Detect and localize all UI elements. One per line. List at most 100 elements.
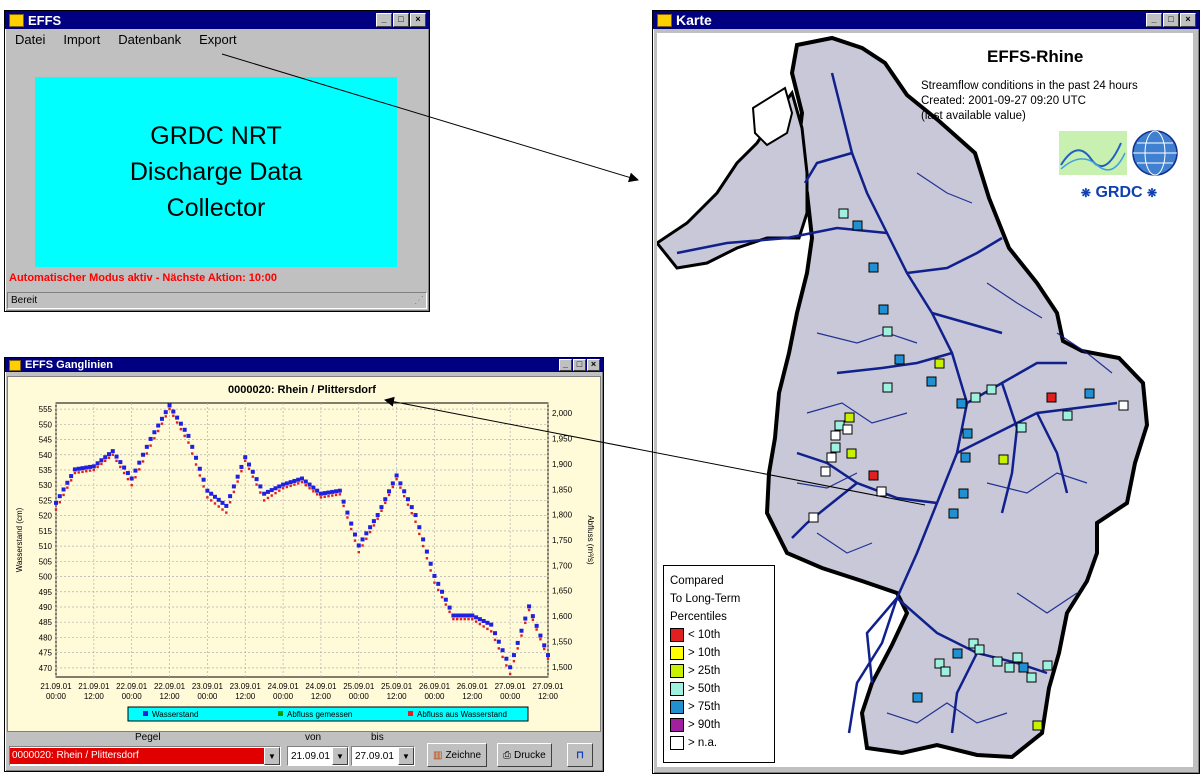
point-abfluss-aus-wasserstand	[77, 471, 80, 474]
point-abfluss-aus-wasserstand	[179, 427, 183, 431]
point-wasserstand	[103, 455, 108, 460]
point-wasserstand	[546, 653, 550, 658]
point-wasserstand	[171, 409, 176, 414]
legend-series-label: Abfluss gemessen	[287, 710, 352, 719]
maximize-icon[interactable]: □	[393, 13, 409, 27]
point-wasserstand	[496, 639, 501, 644]
minimize-icon[interactable]: _	[1146, 13, 1162, 27]
point-abfluss-aus-wasserstand	[255, 483, 258, 486]
point-wasserstand	[72, 467, 77, 472]
point-wasserstand	[398, 481, 403, 486]
point-abfluss-aus-wasserstand	[527, 608, 531, 612]
point-wasserstand	[296, 477, 301, 482]
point-abfluss-aus-wasserstand	[54, 508, 58, 511]
point-wasserstand	[216, 497, 221, 502]
maximize-icon[interactable]: □	[1163, 13, 1179, 27]
ganglinien-titlebar[interactable]: EFFS Ganglinien _ □ ×	[5, 358, 603, 372]
map-info-line-2: Created: 2001-09-27 09:20 UTC	[921, 95, 1086, 107]
effs-menubar: Datei Import Datenbank Export	[5, 29, 429, 49]
legend-item: > 10th	[670, 644, 774, 662]
point-abfluss-aus-wasserstand	[187, 441, 190, 444]
point-abfluss-aus-wasserstand	[266, 496, 270, 500]
x-tick-time: 00:00	[349, 692, 370, 701]
x-tick-date: 22.09.01	[116, 682, 148, 691]
close-icon[interactable]: ×	[1180, 13, 1196, 27]
point-wasserstand	[231, 484, 236, 489]
von-date-value: 21.09.01	[291, 750, 330, 762]
legend-label: > 90th	[688, 719, 721, 731]
close-icon[interactable]: ×	[410, 13, 426, 27]
point-abfluss-aus-wasserstand	[145, 452, 149, 455]
y-tick-label: 480	[39, 633, 53, 642]
chevron-down-icon[interactable]: ▼	[332, 747, 348, 765]
point-abfluss-aus-wasserstand	[194, 463, 198, 466]
x-tick-time: 00:00	[122, 692, 143, 701]
point-wasserstand	[273, 486, 278, 491]
legend-label: > 10th	[688, 647, 721, 659]
point-abfluss-aus-wasserstand	[486, 627, 489, 631]
map-canvas[interactable]: EFFS-Rhine Streamflow conditions in the …	[657, 33, 1193, 767]
point-wasserstand	[190, 444, 195, 449]
y2-tick-label: 1,800	[552, 511, 573, 520]
point-wasserstand	[201, 477, 206, 482]
point-wasserstand	[326, 490, 331, 495]
point-wasserstand	[281, 482, 286, 487]
point-wasserstand	[243, 455, 248, 460]
bis-date-select[interactable]: 27.09.01 ▼	[351, 746, 415, 766]
point-abfluss-aus-wasserstand	[119, 465, 122, 469]
point-wasserstand	[421, 537, 426, 542]
point-abfluss-aus-wasserstand	[395, 477, 398, 481]
effs-titlebar[interactable]: EFFS _ □ ×	[5, 11, 429, 29]
drucke-button[interactable]: ⎙ Drucke	[497, 743, 552, 767]
point-abfluss-aus-wasserstand	[493, 638, 497, 642]
point-abfluss-aus-wasserstand	[327, 494, 330, 498]
chevron-down-icon[interactable]: ▼	[398, 747, 414, 765]
point-abfluss-aus-wasserstand	[429, 569, 432, 572]
point-abfluss-aus-wasserstand	[274, 491, 277, 495]
map-info: Streamflow conditions in the past 24 hou…	[921, 79, 1138, 124]
exit-button[interactable]: ⊓	[567, 743, 593, 767]
point-abfluss-aus-wasserstand	[535, 628, 538, 631]
y-tick-label: 555	[39, 405, 53, 414]
point-wasserstand	[250, 469, 255, 474]
point-wasserstand	[538, 633, 543, 638]
minimize-icon[interactable]: _	[376, 13, 392, 27]
point-wasserstand	[175, 415, 180, 420]
y2-tick-label: 1,600	[552, 612, 573, 621]
point-wasserstand	[303, 479, 308, 484]
minimize-icon[interactable]: _	[559, 359, 572, 371]
menu-export[interactable]: Export	[199, 31, 237, 47]
zeichne-button[interactable]: ▥ Zeichne	[427, 743, 488, 767]
menu-datei[interactable]: Datei	[15, 31, 46, 47]
x-tick-date: 24.09.01	[305, 682, 337, 691]
x-tick-date: 22.09.01	[154, 682, 186, 691]
y-tick-label: 470	[39, 664, 53, 673]
point-wasserstand	[508, 665, 513, 670]
legend-title-1: Compared	[670, 575, 724, 587]
maximize-icon[interactable]: □	[573, 359, 586, 371]
point-wasserstand	[349, 521, 354, 526]
pegel-select[interactable]: 0000020: Rhein / Plittersdorf ▼	[9, 746, 281, 766]
point-wasserstand	[152, 430, 157, 435]
point-wasserstand	[269, 488, 274, 493]
legend-swatch	[670, 627, 684, 642]
legend-series-label: Abfluss aus Wasserstand	[417, 710, 507, 719]
point-wasserstand	[220, 500, 225, 505]
karte-titlebar[interactable]: Karte _ □ ×	[653, 11, 1199, 29]
point-abfluss-aus-wasserstand	[365, 537, 368, 540]
von-date-select[interactable]: 21.09.01 ▼	[287, 746, 349, 766]
chevron-down-icon[interactable]: ▼	[264, 747, 280, 765]
point-wasserstand	[307, 482, 312, 487]
close-icon[interactable]: ×	[587, 359, 600, 371]
menu-datenbank[interactable]: Datenbank	[118, 31, 182, 47]
point-abfluss-aus-wasserstand	[206, 496, 209, 499]
y-tick-label: 540	[39, 451, 53, 460]
resize-grip-icon[interactable]: ⋰	[414, 295, 424, 306]
point-wasserstand	[364, 531, 369, 536]
point-abfluss-aus-wasserstand	[285, 485, 289, 489]
point-wasserstand	[239, 464, 244, 469]
legend-swatch	[670, 663, 684, 678]
x-tick-time: 00:00	[46, 692, 67, 701]
hydrograph-chart: 0000020: Rhein / Plittersdorf47047548048…	[15, 384, 595, 722]
menu-import[interactable]: Import	[63, 31, 101, 47]
